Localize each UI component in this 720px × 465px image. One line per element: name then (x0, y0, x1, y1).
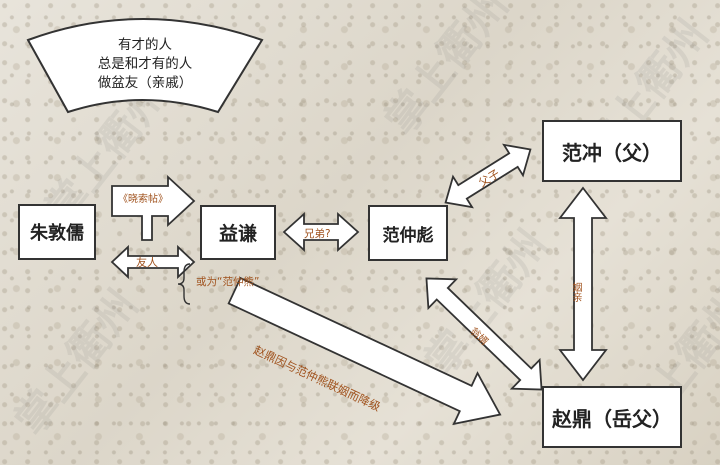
node-yi-qian: 益谦 (200, 205, 276, 260)
arrow-big-demotion (227, 276, 502, 426)
quote-block: 有才的人 总是和才有的人 做盆友（亲戚） (40, 36, 250, 106)
label-youren: 友人 (136, 256, 158, 269)
arrow-zhu-to-yi (111, 174, 196, 241)
label-yinqin: 姻亲 (570, 282, 581, 302)
node-fan-zhongbiao: 范仲彪 (368, 205, 448, 261)
quote-banner-shape (26, 18, 264, 114)
quote-line-1: 有才的人 (118, 37, 172, 53)
label-xiqiu-tie: 《晓索帖》 (118, 194, 168, 205)
node-zhao-ding: 赵鼎（岳父） (542, 386, 682, 448)
arrow-yinqin (558, 186, 608, 382)
brace (177, 263, 191, 305)
arrow-youren (110, 244, 196, 280)
label-huowei: 或为“范仲熊” (196, 276, 260, 288)
node-zhu-dunru: 朱敦儒 (18, 204, 96, 260)
node-fan-chong: 范冲（父） (542, 120, 682, 182)
quote-line-3: 做盆友（亲戚） (97, 75, 193, 91)
quote-line-2: 总是和才有的人 (97, 56, 193, 72)
label-xiongdi: 兄弟? (304, 228, 331, 240)
arrow-xiongdi (282, 211, 360, 253)
arrow-wengxu (425, 277, 543, 391)
arrow-fuzi (444, 143, 532, 209)
